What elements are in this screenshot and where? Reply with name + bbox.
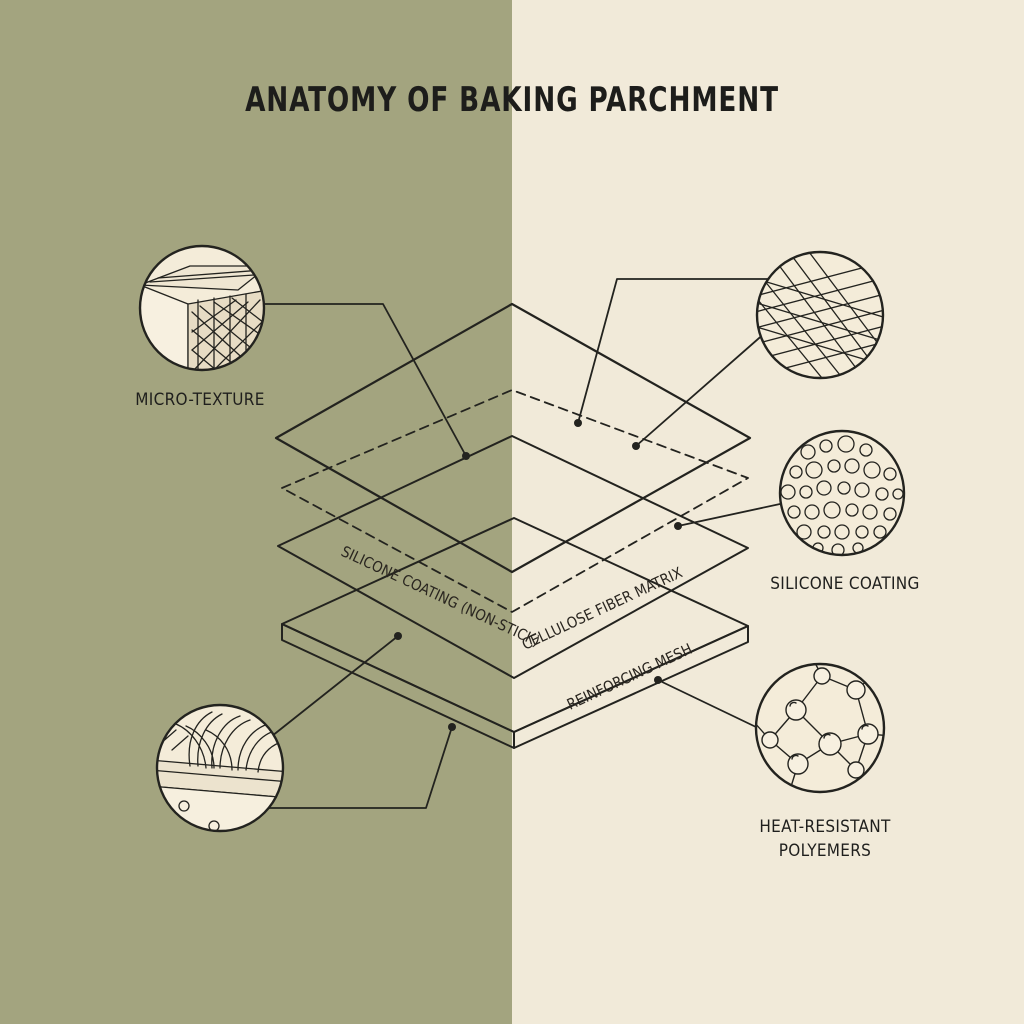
dashed-silicone-layer — [281, 389, 749, 613]
leader-heat-resistant — [657, 679, 757, 728]
micro-texture-label: MICRO-TEXTURE — [135, 390, 265, 410]
top-sheet — [274, 302, 752, 574]
leader-top-right-diagonal — [635, 331, 767, 447]
middle-sheet — [277, 435, 749, 679]
reinforcing-fibers-detail-icon — [155, 703, 285, 833]
page-title: ANATOMY OF BAKING PARCHMENT — [245, 80, 779, 120]
cellulose-layer-label: CELLULOSE FIBER MATRIX — [519, 563, 685, 653]
silicone-coating-label: SILICONE COATING — [770, 574, 920, 594]
base-sheet — [281, 517, 749, 749]
leader-lines — [251, 278, 781, 809]
heat-resistant-label-line1: HEAT-RESISTANT — [759, 817, 891, 837]
base-sheet-top — [281, 517, 749, 733]
base-sheet-left-edge — [281, 623, 515, 749]
left-background-panel — [0, 0, 512, 1024]
right-background-panel — [512, 0, 1024, 1024]
micro-texture-detail-icon — [138, 244, 266, 372]
leader-bottom-left-lower — [251, 726, 453, 809]
leader-silicone-coating — [677, 503, 781, 527]
leader-dots — [394, 419, 682, 731]
heat-resistant-label-line2: POLYEMERS — [778, 841, 872, 861]
leader-bottom-left-upper — [271, 635, 399, 737]
polymer-network-detail-icon — [754, 662, 886, 794]
leader-top-right-grid — [577, 278, 771, 424]
base-sheet-right-edge — [513, 625, 749, 749]
mesh-layer-label: REINFORCING MESH — [564, 640, 695, 714]
leader-micro-texture — [263, 303, 467, 457]
silicone-bubbles-detail-icon — [778, 429, 906, 557]
grid-fiber-detail-icon — [755, 250, 885, 380]
